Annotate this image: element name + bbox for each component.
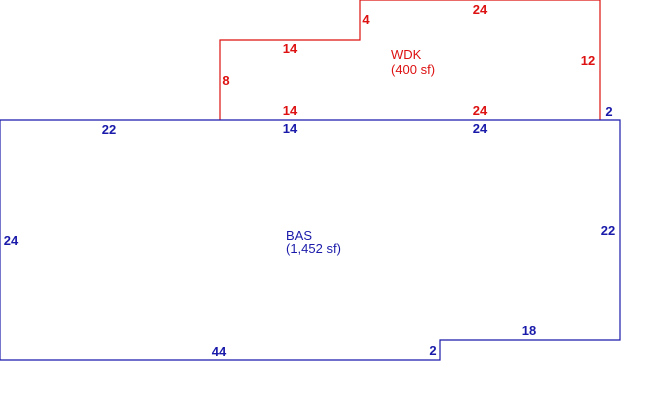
bas-dim-top-right: 24 [473,121,488,136]
bas-dim-top-middle: 14 [283,121,298,136]
bas-area-size: (1,452 sf) [286,241,341,256]
bas-dim-bottom-right: 18 [522,323,536,338]
bas-dim-corner-right: 2 [605,104,612,119]
wdk-outline [219,0,601,120]
wdk-area-size: (400 sf) [391,62,435,77]
wdk-dim-left: 8 [222,73,229,88]
bas-dim-step: 2 [429,343,436,358]
bas-area-code: BAS [286,228,312,243]
bas-outline [0,119,621,361]
wdk-dim-top: 24 [473,2,488,17]
bas-dim-top-left: 22 [102,122,116,137]
bas-dim-left: 24 [4,233,19,248]
wdk-dim-upper-left: 14 [283,41,298,56]
wdk-dimensions: 24 4 14 8 12 14 24 WDK (400 sf) [222,2,595,118]
bas-dim-right: 22 [601,223,615,238]
wdk-dim-bottom-right: 24 [473,103,488,118]
wdk-dim-right: 12 [581,53,595,68]
wdk-area-code: WDK [391,47,422,62]
bas-dimensions: 22 14 24 2 24 22 18 2 44 BAS (1,452 sf) [4,104,615,359]
wdk-dim-step: 4 [362,12,370,27]
wdk-dim-bottom-left: 14 [283,103,298,118]
bas-dim-bottom: 44 [212,344,227,359]
